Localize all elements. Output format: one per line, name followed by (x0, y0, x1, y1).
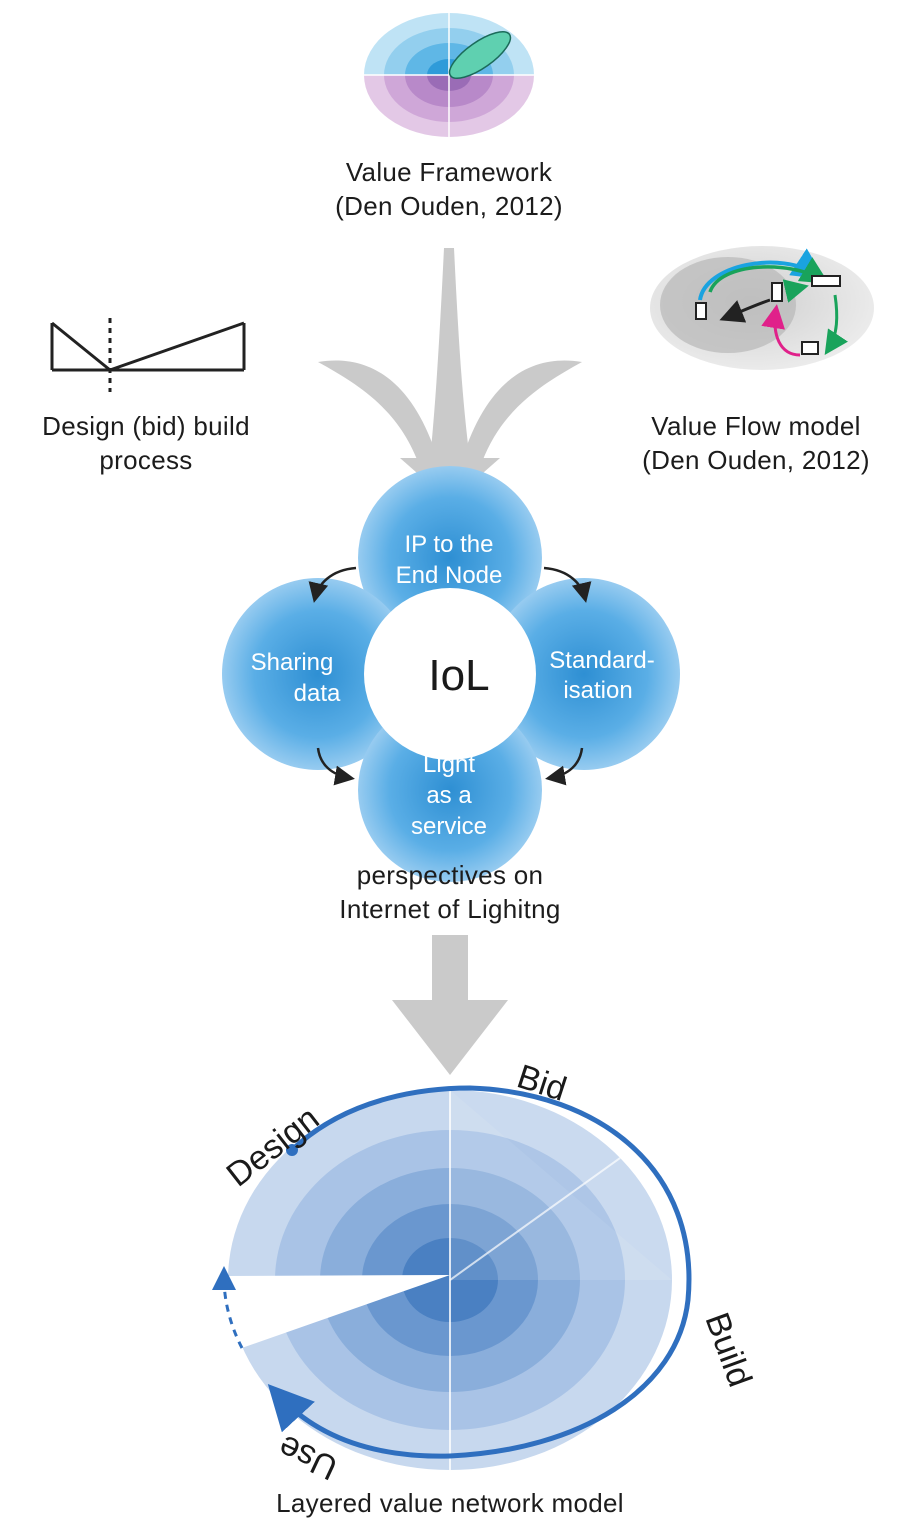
caption-design-build-line-2: process (99, 445, 193, 475)
caption-design-build: Design (bid) build process (0, 409, 292, 477)
petal-top-line-2: End Node (396, 562, 503, 589)
caption-value-flow-line-2: (Den Ouden, 2012) (642, 445, 870, 475)
caption-value-framework: Value Framework (Den Ouden, 2012) (249, 155, 649, 223)
layered-value-network-icon (212, 1085, 692, 1470)
converging-arrows-icon (318, 248, 582, 502)
caption-design-build-line-1: Design (bid) build (42, 411, 250, 441)
petal-top-line-1: IP to the (405, 531, 494, 558)
design-build-process-icon (50, 318, 246, 392)
petal-bottom-line-1: Light (423, 751, 475, 778)
caption-value-flow: Value Flow model (Den Ouden, 2012) (600, 409, 912, 477)
iol-center-label: IoL (428, 651, 489, 700)
caption-perspectives: perspectives on Internet of Lighitng (250, 858, 650, 926)
value-framework-icon (364, 13, 534, 137)
cycle-label-build: Build (697, 1308, 759, 1392)
petal-bottom-line-2: as a (426, 782, 472, 809)
caption-value-flow-line-1: Value Flow model (651, 411, 861, 441)
iol-perspectives-icon (222, 466, 680, 882)
caption-value-framework-line-2: (Den Ouden, 2012) (335, 191, 563, 221)
caption-layered-model: Layered value network model (150, 1486, 750, 1520)
caption-perspectives-line-1: perspectives on (356, 860, 544, 890)
petal-left-line-2: data (294, 680, 341, 707)
caption-layered-model-line: Layered value network model (276, 1488, 624, 1518)
petal-right-line-1: Standard- (549, 647, 654, 674)
value-flow-model-icon (650, 246, 874, 370)
petal-right-line-2: isation (563, 677, 632, 704)
caption-perspectives-line-2: Internet of Lighitng (339, 894, 561, 924)
petal-left-line-1: Sharing (251, 649, 334, 676)
down-arrow-icon (392, 935, 508, 1075)
caption-value-framework-line-1: Value Framework (345, 157, 553, 187)
petal-bottom-line-3: service (411, 813, 487, 840)
